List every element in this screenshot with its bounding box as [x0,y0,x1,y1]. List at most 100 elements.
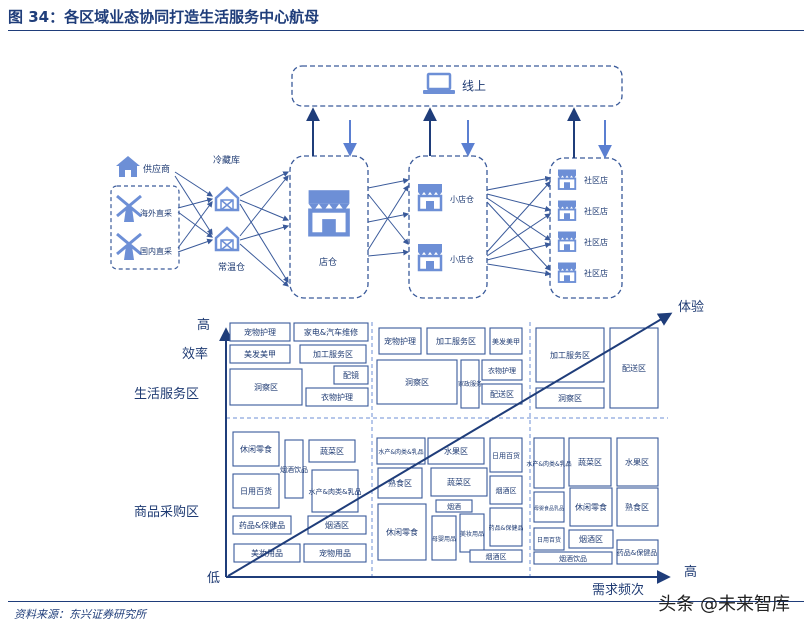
zone-box [376,437,426,465]
small-store-label: 小店仓 [450,194,474,204]
windmill-icon [115,194,143,224]
zone-box [431,515,457,561]
zone-box [489,327,523,355]
service-zone-label: 生活服务区 [134,386,199,402]
matrix-grid [226,322,668,576]
zone-label: 宠物护理 [244,327,276,337]
zone-label: 配送区 [490,389,514,399]
barn-icon [214,226,240,252]
community-store-label: 社区店 [584,206,608,216]
zone-label: 日用百货 [537,536,561,544]
zone-label: 烟酒饮品 [280,465,308,474]
zone-box [427,437,485,465]
zone-label: 加工服务区 [436,336,476,346]
community-store-label: 社区店 [584,268,608,278]
store-icon [557,261,577,283]
zone-label: 宠物护理 [384,336,416,346]
zone-box [229,368,303,406]
zone-box [489,507,523,547]
online-box [291,65,623,107]
windmill-icon [115,232,143,262]
zone-label: 水产&肉类&乳品 [378,448,423,456]
zone-box [609,327,659,409]
store-icon [557,230,577,252]
small-to-community-arrows [486,175,552,277]
zone-label: 烟酒 [447,502,461,511]
zone-label: 家电&汽车维修 [304,327,358,337]
zone-label: 熟食区 [388,478,412,488]
zone-box [232,431,280,467]
zone-label: 烟酒区 [325,521,349,530]
zone-label: 美发美甲 [244,349,276,359]
zone-box [305,387,369,407]
source-box [110,185,180,270]
zone-label: 配镜 [343,370,359,380]
zone-label: 蔬菜区 [447,477,471,487]
small-store-label: 小店仓 [450,254,474,264]
zone-box [460,359,480,409]
store-icon [309,190,350,234]
zone-label: 药品&保健品 [489,524,524,532]
store-to-small-arrows [367,177,410,257]
zone-box [616,539,659,565]
zone-box [533,551,613,565]
distribution-arrows [239,171,290,287]
zone-label: 蔬菜区 [578,457,602,467]
house-icon [116,156,140,177]
supply-arrows [174,171,214,253]
zone-label: 加工服务区 [313,349,353,359]
zone-box [481,359,523,381]
zone-box [569,487,613,527]
zone-label: 蔬菜区 [320,446,344,456]
zone-label: 药品&保健品 [239,520,285,530]
zone-box [489,475,523,505]
small-store-box [408,155,488,299]
zone-box [616,487,659,527]
zone-box [232,473,280,509]
zone-label: 洞察区 [254,382,278,392]
store-icon [557,168,577,190]
x-axis-title: 需求频次 [592,582,644,598]
supplier-label: 供应商 [143,163,170,175]
zone-label: 水果区 [625,457,649,467]
zone-label: 母婴用品 [432,536,456,543]
zone-label: 休闲零食 [386,527,418,537]
zone-label: 配送区 [622,363,646,373]
zone-box [333,365,369,385]
community-store-label: 社区店 [584,237,608,247]
online-label: 线上 [462,79,486,93]
store-icon [416,242,444,272]
zone-box [229,344,291,364]
matrix-axes [219,327,671,584]
zone-box [489,437,523,473]
zone-label: 日用百货 [492,451,520,460]
domestic-label: 国内直采 [140,246,172,256]
zone-label: 休闲零食 [240,444,272,454]
zone-label: 洞察区 [558,393,582,403]
figure-title: 图 34：各区域业态协同打造生活服务中心航母 [8,8,320,26]
experience-arrow [227,312,673,577]
zone-label: 烟酒区 [579,535,603,544]
zone-box [284,439,304,499]
zone-label: 休闲零食 [575,502,607,512]
zone-label: 熟食区 [625,502,649,512]
cold-storage-label: 冷藏库 [213,154,240,166]
zone-box [229,322,291,342]
goods-zone-label: 商品采购区 [134,504,199,520]
store-icon [416,182,444,212]
zone-label: 宠物用品 [319,548,351,558]
overseas-label: 海外直采 [140,208,172,218]
y-axis-high: 高 [197,317,210,333]
zone-box [481,383,523,405]
header-divider [8,30,804,31]
y-axis-low: 低 [207,571,220,586]
zone-box [568,529,614,549]
zone-label: 水产&肉类&乳品 [526,460,571,468]
zone-label: 药品&保健品 [617,548,657,557]
zone-label: 衣物护理 [321,392,353,402]
source-note: 资料来源：东兴证券研究所 [14,608,146,621]
zone-box [616,437,659,487]
zone-box [568,437,612,487]
zone-box [311,469,359,513]
